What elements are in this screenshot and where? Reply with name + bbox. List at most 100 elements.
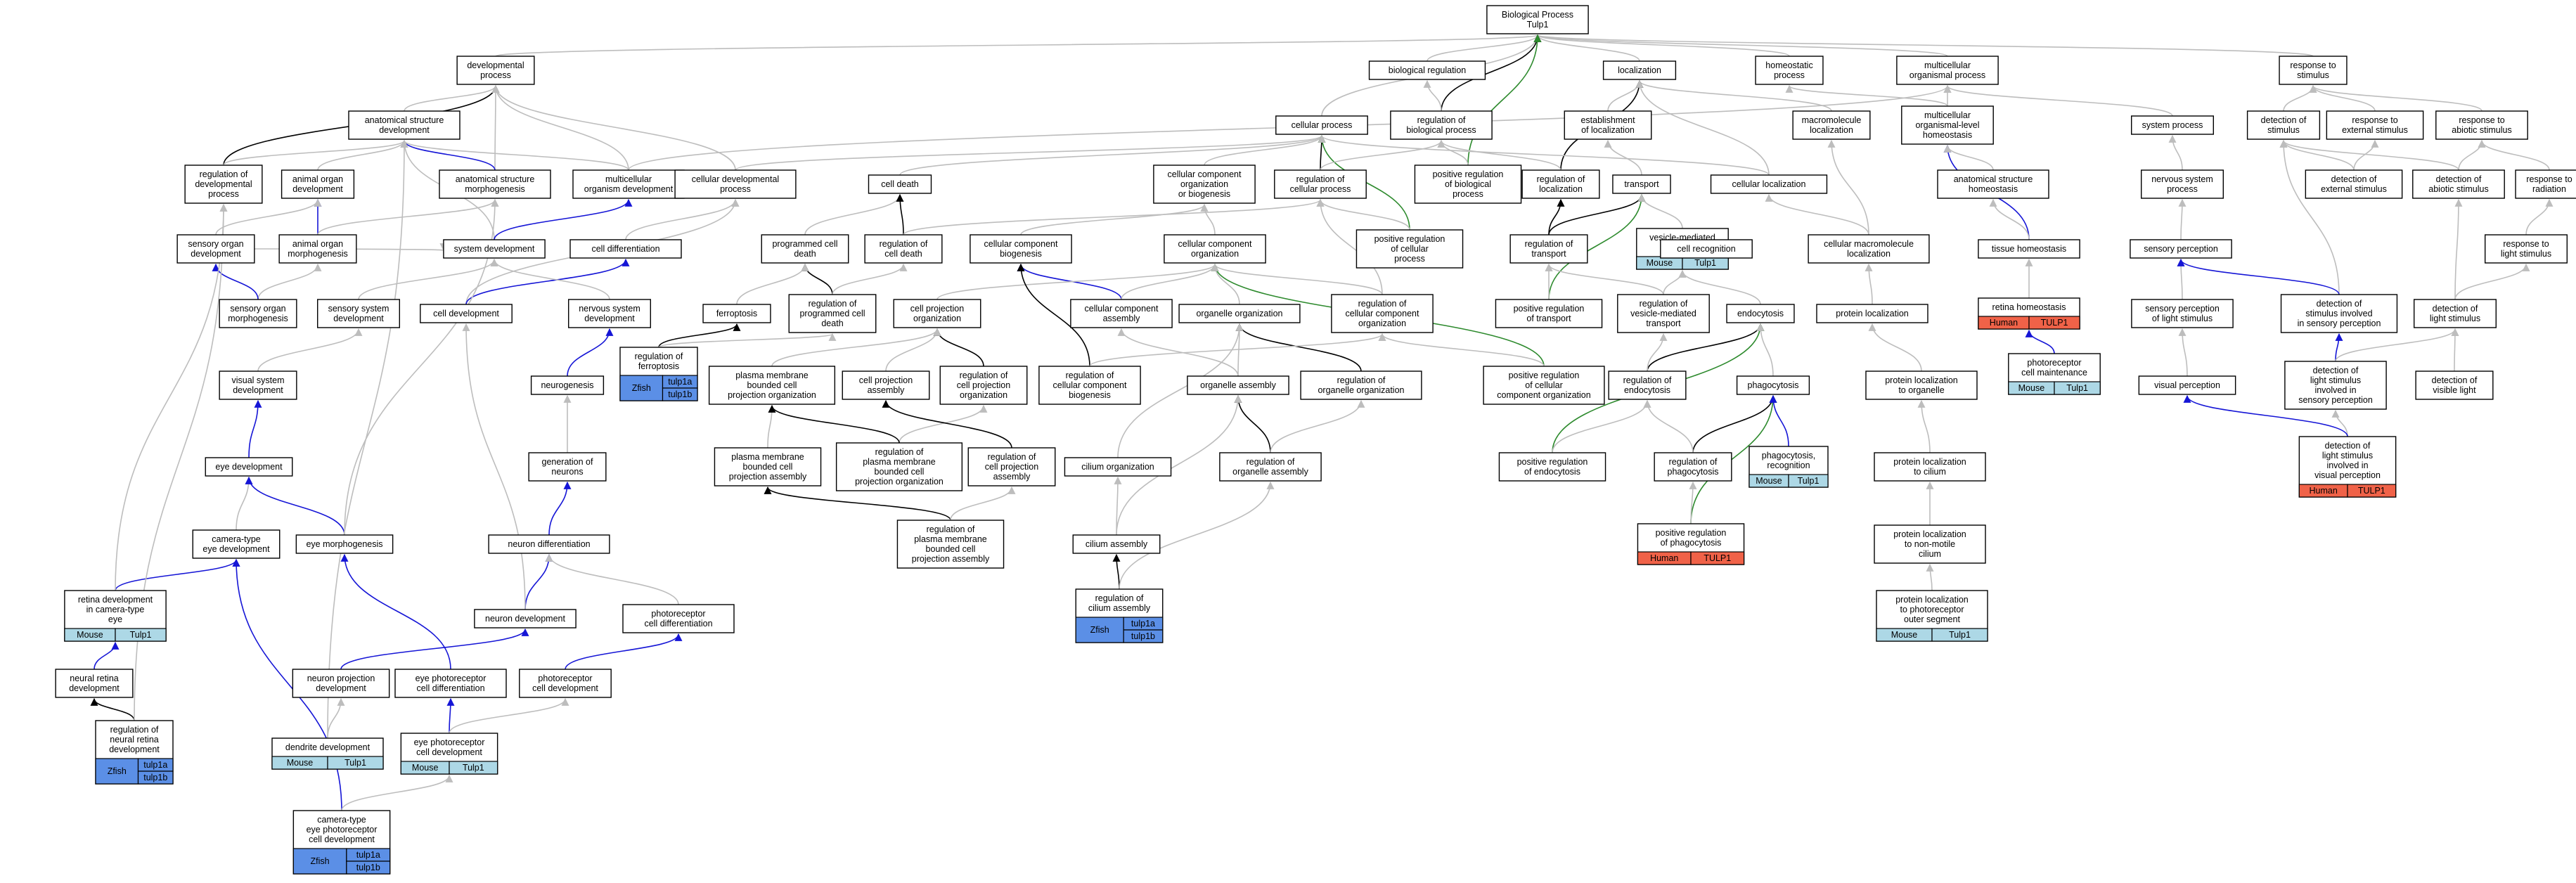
go-term-endocytosis[interactable]: endocytosis [1726,304,1795,323]
go-term-celldev[interactable]: cell development [420,304,513,323]
go-term-sysdev[interactable]: system development [443,239,546,259]
go-term-regferro[interactable]: regulation offerroptosisZfishtulp1atulp1… [619,347,698,401]
go-term-localization[interactable]: localization [1602,60,1677,80]
go-term-bioreg[interactable]: biological regulation [1368,60,1486,80]
go-term-protloc[interactable]: protein localization [1816,304,1928,323]
go-term-transport[interactable]: transport [1612,174,1671,194]
go-term-cellproc[interactable]: cellular process [1275,115,1368,135]
go-term-sysproc[interactable]: system process [2130,115,2214,135]
go-term-eyemorph[interactable]: eye morphogenesis [295,534,394,554]
go-term-celldeath[interactable]: cell death [868,174,932,194]
go-term-celldiff[interactable]: cell differentiation [569,239,682,259]
go-term-cellrecog[interactable]: cell recognition [1660,239,1753,259]
go-term-cellloc[interactable]: cellular localization [1710,174,1828,194]
go-term-visperc[interactable]: visual perception [2138,375,2236,395]
go-term-ciliumorg[interactable]: cilium organization [1064,457,1172,477]
go-term-ciliumassem[interactable]: cilium assembly [1072,534,1161,554]
go-term-organelleassem[interactable]: organelle assembly [1187,375,1289,395]
go-term-organelleorg[interactable]: organelle organization [1178,304,1301,323]
go-term-sensperc[interactable]: sensory perception [2130,239,2232,259]
go-term-eyedev[interactable]: eye development [205,457,293,477]
go-term-ferroptosis[interactable]: ferroptosis [702,304,771,323]
go-term-phago[interactable]: phagocytosis [1736,375,1810,395]
